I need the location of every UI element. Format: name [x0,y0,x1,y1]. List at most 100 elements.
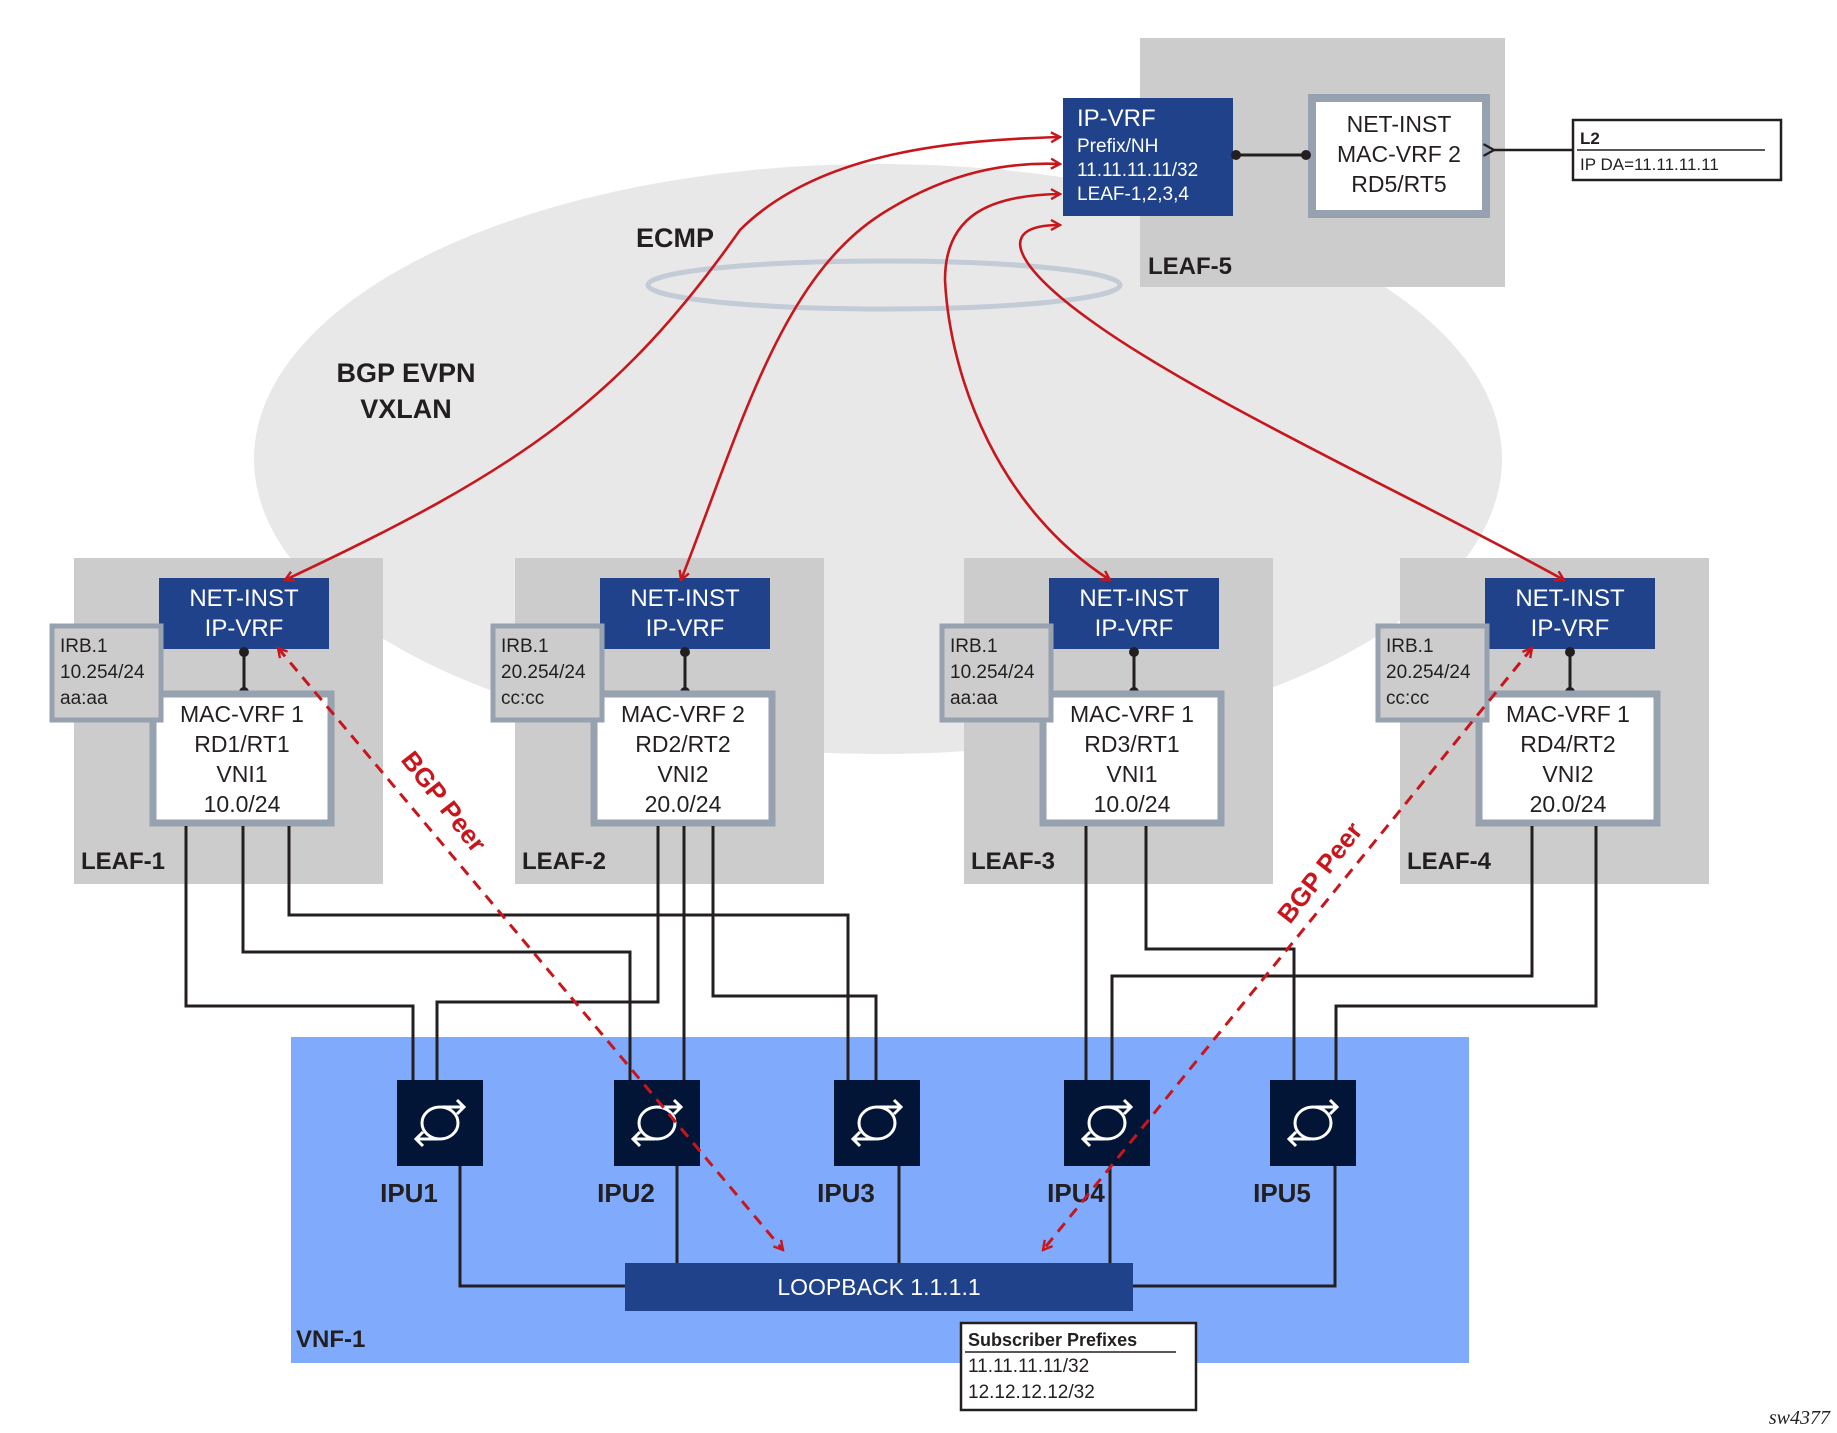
leaf-3: LEAF-3 NET-INST IP-VRF MAC-VRF 1 RD3/RT1VNI1… [939,558,1273,884]
ip-vrf-label: IP-VRF [205,615,284,642]
leaf-ip-vrf[interactable]: NET-INST IP-VRF [1049,578,1219,649]
ip-vrf-label: IP-VRF [1531,615,1610,642]
leaf5-label: LEAF-5 [1148,253,1232,280]
mac-vrf-line: RD4/RT2 [1520,731,1615,757]
mac-vrf-line: VNI1 [1106,761,1157,787]
mac-vrf-line: VNI1 [216,761,267,787]
link-dot [1129,647,1139,657]
ipu-label: IPU3 [817,1178,875,1208]
ipu-box [1064,1080,1150,1166]
route-arrow-leaf4 [1018,225,1564,580]
leaf-label: LEAF-4 [1407,848,1492,875]
leaf-label: LEAF-2 [522,848,606,875]
subscriber-prefix: 11.11.11.11/32 [968,1356,1089,1377]
bgp-peer-right-line [1043,648,1532,1250]
irb-line: aa:aa [60,688,108,709]
irb-line: 20.254/24 [501,662,586,683]
bgp-peer-left-label: BGP Peer [395,745,492,858]
link-dot [1231,150,1241,160]
mac-vrf-line: RD1/RT1 [194,731,289,757]
ipu-box [397,1080,483,1166]
leaf-irb[interactable]: IRB.1 20.254/24 cc:cc [1375,623,1490,723]
irb-line: 20.254/24 [1386,662,1471,683]
subscriber-prefixes-box: Subscriber Prefixes 11.11.11.11/32 12.12… [959,1321,1198,1412]
route-arrow-leaf3 [943,194,1110,580]
vnf-label: VNF-1 [296,1326,365,1353]
leaf-ip-vrf[interactable]: NET-INST IP-VRF [159,578,329,649]
route-arrow-leaf2 [681,164,1060,580]
mac-vrf-line: 20.0/24 [1530,791,1607,817]
irb-line: 10.254/24 [60,662,145,683]
mac-vrf-line: 10.0/24 [204,791,281,817]
loopback-label: LOOPBACK 1.1.1.1 [777,1274,980,1300]
leaf-label: LEAF-3 [971,848,1055,875]
irb-line: cc:cc [501,688,544,709]
ip-vrf-label: IP-VRF [1095,615,1174,642]
bgp-peer-right-label: BGP Peer [1271,816,1368,929]
ipu-label: IPU5 [1253,1178,1311,1208]
subscriber-title: Subscriber Prefixes [968,1330,1137,1350]
net-inst-label: NET-INST [1515,585,1625,612]
bgp-evpn-label: BGP EVPN [336,358,475,388]
ipu-box [614,1080,700,1166]
net-inst-label: NET-INST [189,585,299,612]
leaf5-net-inst[interactable]: NET-INST MAC-VRF 2 RD5/RT5 [1308,94,1490,218]
link-dot [239,647,249,657]
mac-vrf-line: RD2/RT2 [635,731,730,757]
link-dot [1301,150,1311,160]
ipu-3[interactable]: IPU3 [817,1080,920,1208]
net-inst-label: NET-INST [1079,585,1189,612]
mac-vrf-line: VNI2 [657,761,708,787]
ip-vrf-line3: LEAF-1,2,3,4 [1077,184,1189,205]
irb-line: IRB.1 [1386,636,1434,657]
net-inst-line1: NET-INST [1347,111,1452,137]
ipu-box [834,1080,920,1166]
l2-title: L2 [1580,129,1600,148]
leaf-irb[interactable]: IRB.1 20.254/24 cc:cc [490,623,605,723]
link-dot [680,647,690,657]
vxlan-label: VXLAN [360,394,452,424]
leaf-ip-vrf[interactable]: NET-INST IP-VRF [1485,578,1655,649]
irb-line: cc:cc [1386,688,1429,709]
irb-line: IRB.1 [950,636,998,657]
mac-vrf-line: MAC-VRF 2 [621,701,745,727]
ip-vrf-title: IP-VRF [1077,105,1156,132]
mac-vrf-line: VNI2 [1542,761,1593,787]
leaf-irb[interactable]: IRB.1 10.254/24 aa:aa [49,623,164,723]
ecmp-label: ECMP [636,223,714,253]
subscriber-prefix: 12.12.12.12/32 [968,1382,1095,1403]
mac-vrf-line: MAC-VRF 1 [1506,701,1630,727]
evpn-route-arrows [285,137,1564,580]
ipu-box [1270,1080,1356,1166]
mac-vrf-line: MAC-VRF 1 [180,701,304,727]
l2-box: L2 IP DA=11.11.11.11 [1571,118,1783,182]
irb-line: IRB.1 [501,636,549,657]
mac-vrf-line: RD3/RT1 [1084,731,1179,757]
link-dot [1565,647,1575,657]
ip-vrf-line2: 11.11.11.11/32 [1077,160,1198,181]
ip-vrf-label: IP-VRF [646,615,725,642]
bgp-peer-left-line [278,648,783,1250]
mac-vrf-line: MAC-VRF 1 [1070,701,1194,727]
l2-value: IP DA=11.11.11.11 [1580,155,1719,174]
irb-line: IRB.1 [60,636,108,657]
leaf-4: LEAF-4 NET-INST IP-VRF MAC-VRF 1 RD4/RT2VNI2… [1375,558,1709,884]
net-inst-line3: RD5/RT5 [1351,171,1446,197]
ip-vrf-line1: Prefix/NH [1077,136,1158,157]
figure-id: sw4377 [1769,1407,1831,1429]
ipu-label: IPU2 [597,1178,655,1208]
mac-vrf-line: 10.0/24 [1094,791,1171,817]
irb-line: 10.254/24 [950,662,1035,683]
loopback-box[interactable]: LOOPBACK 1.1.1.1 [625,1263,1133,1311]
leaf-1: LEAF-1 NET-INST IP-VRF MAC-VRF 1 RD1/RT1VNI1… [49,558,383,884]
leaf-label: LEAF-1 [81,848,165,875]
ipu-label: IPU1 [380,1178,438,1208]
leaf5-ip-vrf[interactable]: IP-VRF Prefix/NH 11.11.11.11/32 LEAF-1,2… [1063,98,1233,216]
